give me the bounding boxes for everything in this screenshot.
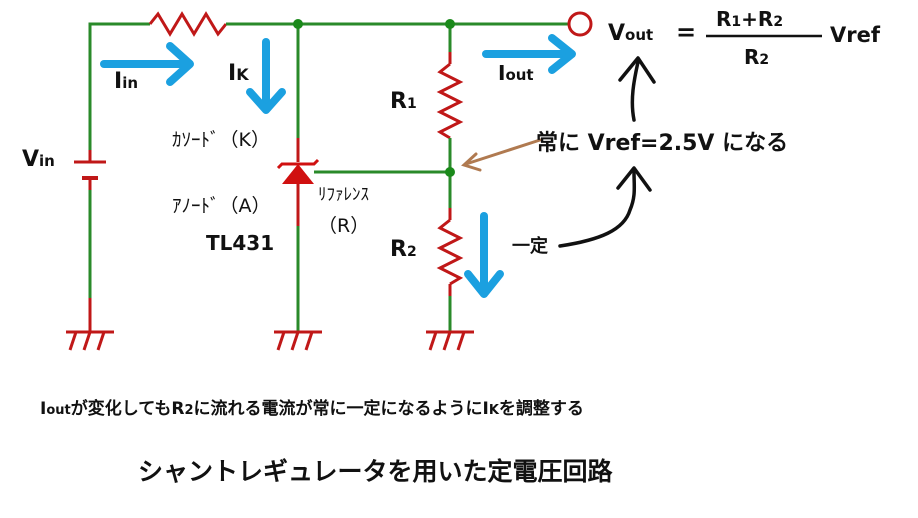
vout-terminal: [567, 11, 593, 37]
battery-symbol: [74, 150, 106, 190]
formula-r2-num-sub: 2: [773, 14, 783, 30]
iout-arrow: [482, 34, 576, 74]
input-resistor: [148, 11, 228, 37]
r1-label: R: [390, 89, 407, 114]
node-r1-top: [445, 19, 455, 29]
r2-sub: 2: [407, 244, 417, 260]
anode-label: ｱﾉｰﾄﾞ（A）: [172, 195, 271, 217]
cathode-label: ｶｿｰﾄﾞ（K）: [172, 129, 270, 151]
iin-arrow: [100, 42, 194, 86]
tl431-triangle: [282, 164, 314, 184]
iin-sub: in: [122, 74, 138, 92]
wire-top-left: [88, 22, 150, 160]
constant-to-vref-arrow: [558, 170, 637, 248]
formula-vref: Vref: [830, 23, 881, 47]
iin-label: I: [114, 69, 122, 94]
formula-plus-r: +R: [741, 7, 773, 31]
vref-pointer-arrow: [461, 138, 542, 172]
ground-left: [66, 330, 114, 351]
formula-r1: R: [716, 7, 731, 31]
vref-note: 常に Vref=2.5V になる: [536, 130, 788, 156]
ground-tl431: [274, 330, 322, 351]
tl431-symbol: [276, 158, 320, 184]
node-tl431-top: [293, 19, 303, 29]
reference-r-label: （R）: [318, 215, 369, 237]
formula-den-sub: 2: [759, 52, 769, 68]
svg-text:Vout: Vout: [608, 21, 653, 46]
ik-arrow: [246, 38, 286, 114]
svg-text:IK: IK: [228, 61, 249, 86]
svg-text:R2: R2: [744, 45, 769, 69]
tl431-part-label: TL431: [206, 231, 274, 255]
description-caption: Ioutが変化してもR2に流れる電流が常に一定になるようにIKを調整する: [40, 398, 584, 419]
svg-text:R2: R2: [390, 237, 417, 262]
diagram-title: シャントレギュレータを用いた定電圧回路: [138, 457, 614, 486]
vin-sub: in: [39, 152, 55, 170]
formula-vout-sub: out: [625, 26, 653, 44]
reference-label: ﾘﾌｧﾚﾝｽ: [318, 185, 369, 205]
svg-text:R1+R2: R1+R2: [716, 7, 783, 31]
current-arrows: [100, 34, 576, 298]
svg-text:Iin: Iin: [114, 69, 138, 94]
nodes: [293, 19, 455, 177]
resistor-r2: [436, 218, 464, 286]
vout-formula: Vout = R1+R2 R2 Vref: [608, 7, 881, 69]
r2-current-arrow: [464, 212, 504, 298]
resistor-r1: [436, 62, 464, 140]
vref-to-vout-arrow: [630, 60, 640, 122]
tl431-bar: [276, 158, 320, 170]
iout-label: I: [498, 61, 505, 85]
svg-text:Iout: Iout: [498, 61, 534, 85]
constant-label: 一定: [512, 235, 548, 257]
ik-sub: K: [236, 65, 249, 84]
ik-label: I: [228, 61, 236, 86]
iout-sub: out: [505, 66, 533, 84]
formula-r1-sub: 1: [731, 14, 741, 30]
annotation-arrows: [558, 56, 656, 248]
svg-text:R1: R1: [390, 89, 417, 114]
formula-equals: =: [676, 18, 696, 46]
r1-sub: 1: [407, 96, 417, 112]
svg-text:Vin: Vin: [22, 147, 55, 172]
vin-label: V: [22, 147, 39, 172]
formula-vout: V: [608, 21, 625, 46]
formula-den-r: R: [744, 45, 759, 69]
r2-label: R: [390, 237, 407, 262]
ground-r2: [426, 330, 474, 351]
node-reference: [445, 167, 455, 177]
ground-symbols: [66, 330, 474, 351]
